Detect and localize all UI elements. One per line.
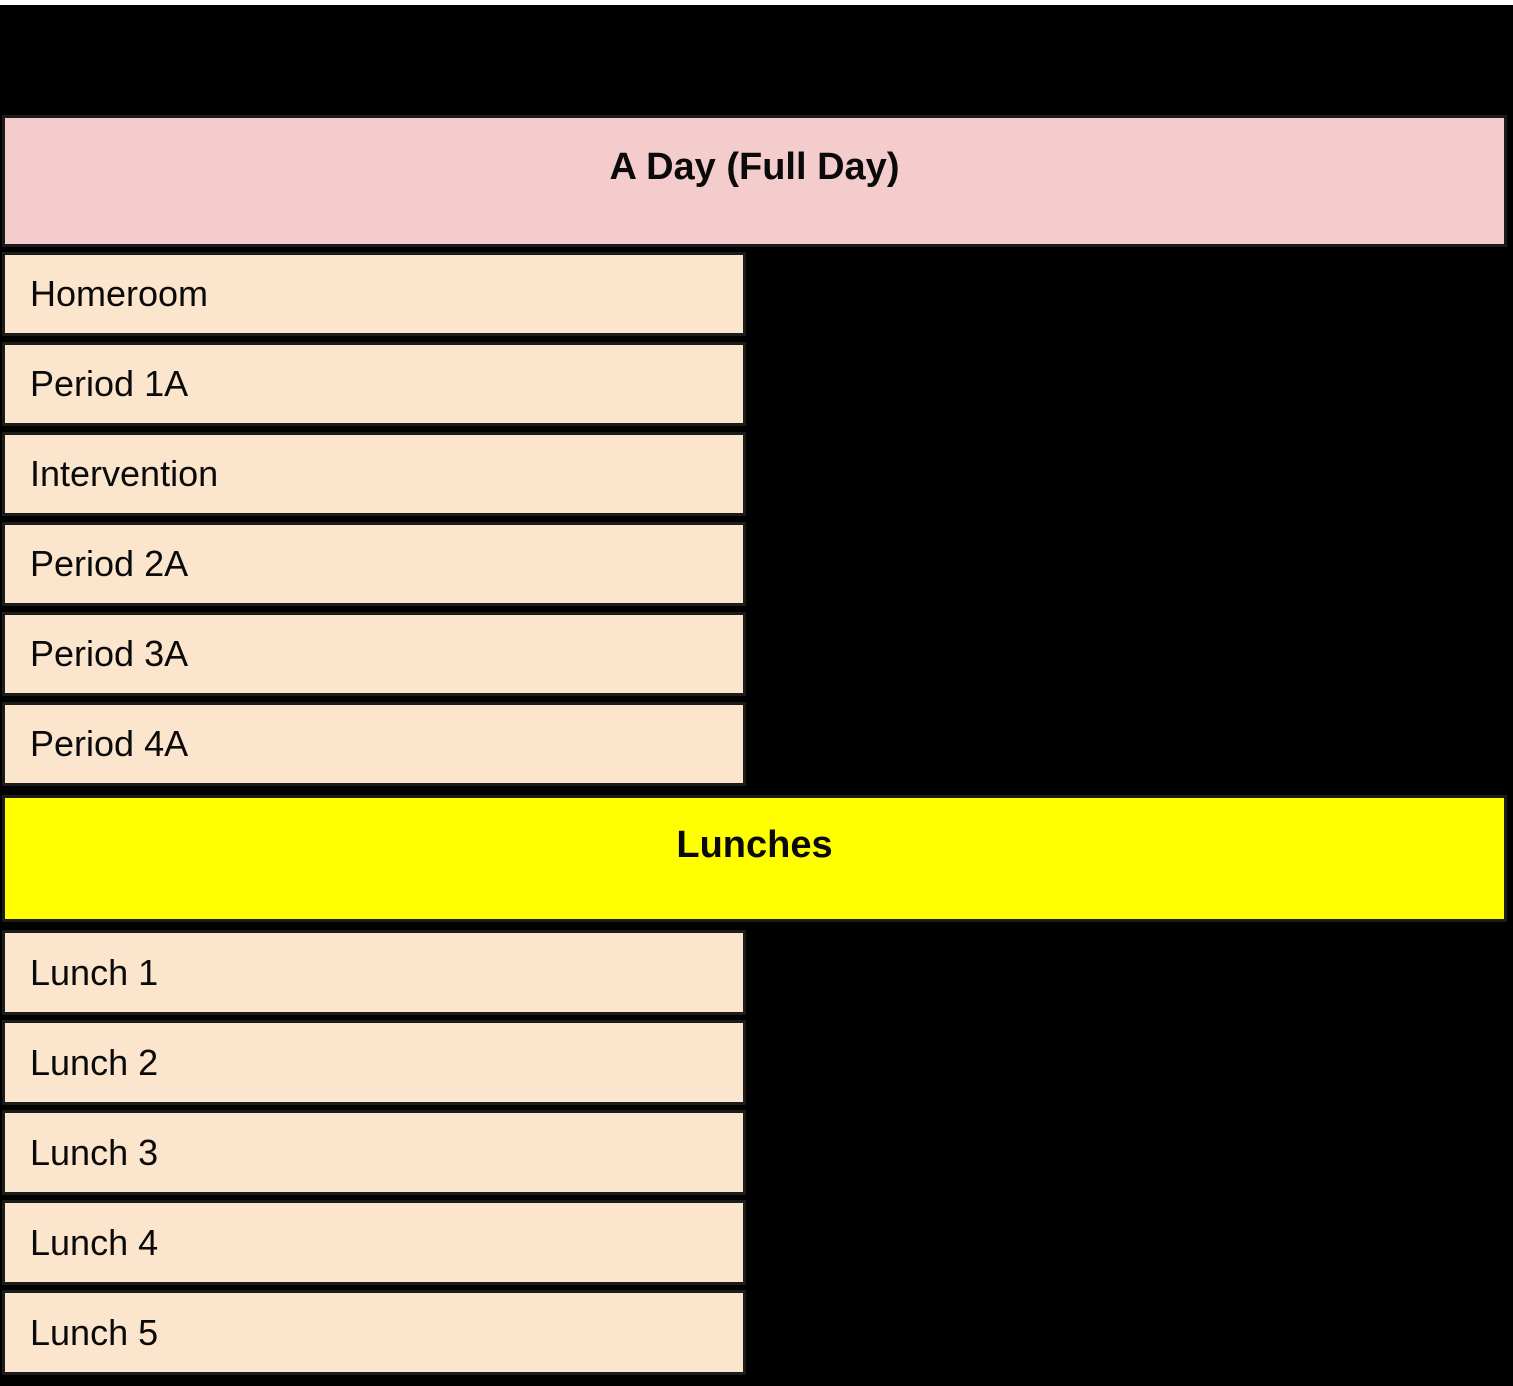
lunch-row: Lunch 3 bbox=[2, 1110, 746, 1195]
period-row: Period 1A bbox=[2, 342, 746, 426]
period-row: Period 4A bbox=[2, 702, 746, 786]
period-row-label: Period 2A bbox=[30, 543, 189, 584]
period-row: Period 2A bbox=[2, 522, 746, 606]
lunch-row-label: Lunch 4 bbox=[30, 1221, 159, 1263]
period-row: Intervention bbox=[2, 432, 746, 516]
lunch-row-label: Lunch 1 bbox=[30, 951, 159, 993]
lunch-row-label: Lunch 2 bbox=[30, 1041, 159, 1083]
period-row-label: Intervention bbox=[30, 453, 219, 494]
period-row: Period 3A bbox=[2, 612, 746, 696]
period-row-label: Homeroom bbox=[30, 273, 209, 314]
period-rows: Homeroom Period 1A Intervention Period 2… bbox=[2, 252, 746, 792]
period-row-label: Period 3A bbox=[30, 633, 189, 674]
lunch-header-band: Lunches bbox=[2, 795, 1507, 922]
period-row: Homeroom bbox=[2, 252, 746, 336]
day-header-label: A Day (Full Day) bbox=[609, 146, 900, 188]
top-edge-strip bbox=[0, 0, 1513, 5]
period-row-label: Period 1A bbox=[30, 363, 189, 404]
lunch-row: Lunch 2 bbox=[2, 1020, 746, 1105]
lunch-row: Lunch 4 bbox=[2, 1200, 746, 1285]
lunch-header-label: Lunches bbox=[676, 824, 833, 866]
lunch-row: Lunch 1 bbox=[2, 930, 746, 1015]
lunch-row-label: Lunch 3 bbox=[30, 1131, 159, 1173]
lunch-row-label: Lunch 5 bbox=[30, 1311, 159, 1353]
lunch-row: Lunch 5 bbox=[2, 1290, 746, 1375]
day-header-band: A Day (Full Day) bbox=[2, 115, 1507, 247]
period-row-label: Period 4A bbox=[30, 723, 189, 764]
lunch-rows: Lunch 1 Lunch 2 Lunch 3 Lunch 4 Lunch 5 bbox=[2, 930, 746, 1380]
